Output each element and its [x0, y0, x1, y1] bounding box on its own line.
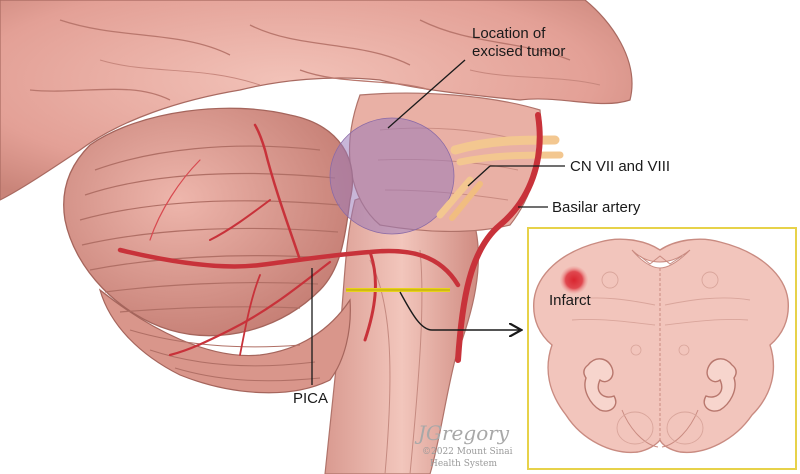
label-basilar: Basilar artery: [552, 199, 641, 216]
tumor-location: [329, 117, 455, 235]
basilar-artery: [455, 112, 543, 363]
cranial-nerves: [436, 135, 564, 221]
label-cn: CN VII and VIII: [570, 158, 670, 175]
signature-copyright: ©2022 Mount Sinai: [422, 447, 513, 457]
pica-artery: [117, 247, 461, 288]
label-infarct: Infarct: [549, 292, 592, 309]
cerebrum: [0, 0, 633, 201]
arteries: [117, 112, 543, 363]
cerebellum: [63, 107, 354, 394]
label-pica: PICA: [293, 390, 328, 407]
signature-org: Health System: [430, 459, 498, 469]
inset-panel: Infarct: [527, 227, 797, 470]
label-tumor-line1: Location of: [472, 25, 546, 42]
section-arrow: [399, 291, 520, 330]
infarct-spot: [560, 266, 588, 294]
label-tumor-line2: excised tumor: [472, 43, 565, 60]
leader-lines: [311, 59, 565, 385]
signature-name: JGregory: [414, 421, 510, 445]
